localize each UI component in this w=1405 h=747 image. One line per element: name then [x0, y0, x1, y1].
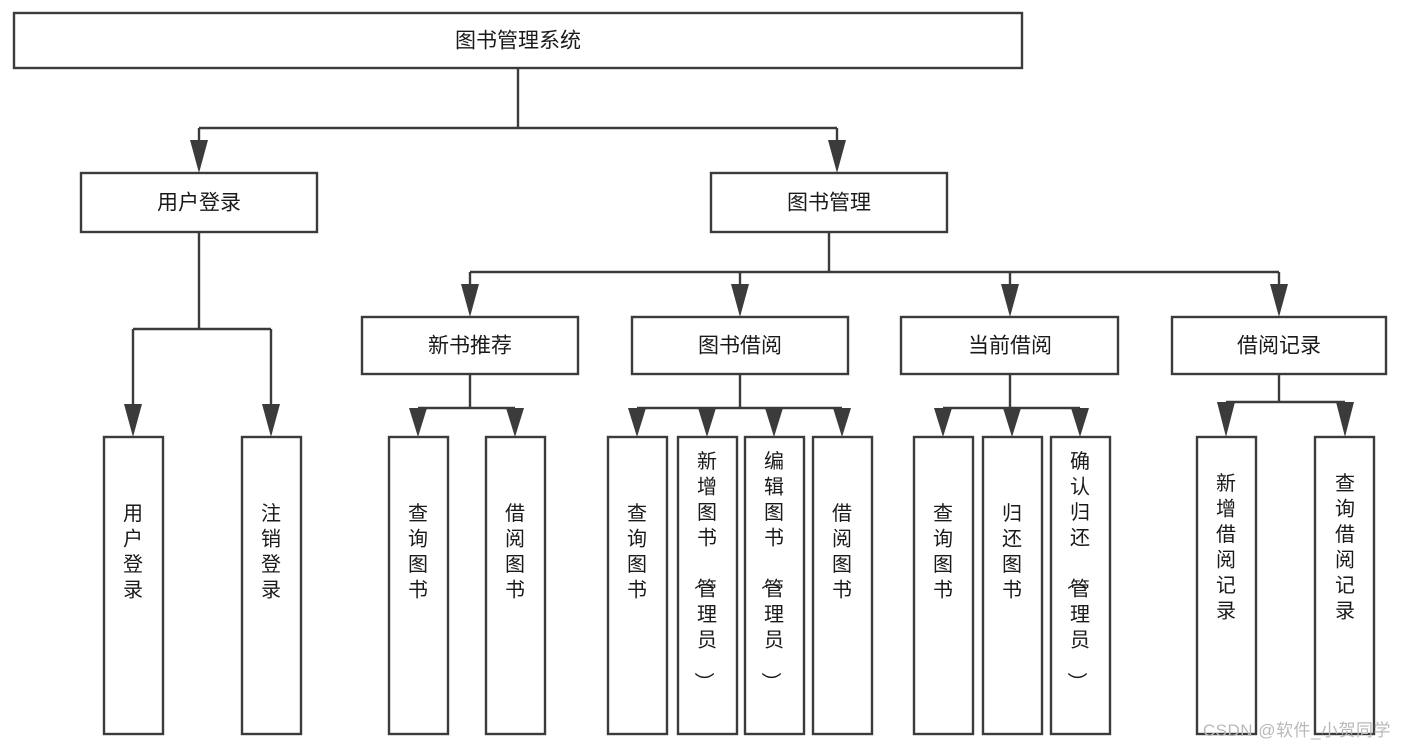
node-leaf-add-record-label: 新增借阅记录: [1216, 472, 1236, 623]
node-leaf-add-book-label: 新增图书（管理员）: [692, 450, 717, 692]
csdn-watermark: CSDN @软件_小贺同学: [1202, 721, 1391, 740]
arrow-borrow-leaf-2: [698, 408, 716, 437]
node-leaf-add-record[interactable]: 新增借阅记录: [1195, 435, 1258, 736]
node-leaf-add-book-box[interactable]: [676, 435, 739, 736]
node-leaf-borrow-book-1[interactable]: 借阅图书: [484, 435, 547, 736]
arrow-borrow-leaf-3: [765, 408, 783, 437]
node-leaf-edit-book-label: 编辑图书（管理员）: [759, 450, 784, 692]
arrow-bookmgmt-records: [1270, 284, 1288, 317]
arrow-borrow-leaf-1: [628, 408, 646, 437]
node-leaf-borrow-book-2-box[interactable]: [811, 435, 874, 736]
node-leaf-edit-book-box[interactable]: [743, 435, 806, 736]
node-leaf-add-record-box[interactable]: [1195, 435, 1258, 736]
arrow-newbook-leaf-1: [409, 408, 427, 437]
arrow-bookmgmt-newbook: [461, 284, 479, 317]
arrow-newbook-leaf-2: [506, 408, 524, 437]
node-leaf-query-record[interactable]: 查询借阅记录: [1313, 435, 1376, 736]
node-newbook-label: 新书推荐: [428, 335, 512, 358]
node-leaf-query-book-1-label: 查询图书: [408, 502, 428, 602]
node-records-box[interactable]: [1170, 315, 1388, 376]
node-newbook[interactable]: 新书推荐: [360, 315, 580, 376]
node-records-label: 借阅记录: [1237, 335, 1321, 358]
node-leaf-query-book-3[interactable]: 查询图书: [912, 435, 975, 736]
node-leaf-query-book-2[interactable]: 查询图书: [606, 435, 669, 736]
node-leaf-return-book-label: 归还图书: [1002, 502, 1022, 602]
node-leaf-user-login-box[interactable]: [102, 435, 165, 736]
node-borrow-box[interactable]: [630, 315, 850, 376]
node-bookmgmt-label: 图书管理: [787, 192, 871, 215]
node-leaf-user-logout-label: 注销登录: [261, 502, 281, 602]
node-newbook-box[interactable]: [360, 315, 580, 376]
arrow-bookmgmt-current: [1001, 284, 1019, 317]
node-leaf-query-record-label: 查询借阅记录: [1335, 472, 1355, 623]
arrow-login-leaf-2: [262, 404, 280, 437]
arrow-current-leaf-3: [1071, 408, 1089, 437]
node-login[interactable]: 用户登录: [79, 171, 319, 234]
node-current[interactable]: 当前借阅: [899, 315, 1120, 376]
node-leaf-query-book-3-label: 查询图书: [933, 502, 953, 602]
node-login-box[interactable]: [79, 171, 319, 234]
node-leaf-query-book-1-box[interactable]: [387, 435, 450, 736]
node-bookmgmt[interactable]: 图书管理: [709, 171, 949, 234]
node-leaf-user-logout-box[interactable]: [240, 435, 303, 736]
arrow-current-leaf-1: [934, 408, 952, 437]
node-leaf-confirm-return[interactable]: 确认归还（管理员）: [1049, 435, 1112, 736]
node-current-box[interactable]: [899, 315, 1120, 376]
node-leaf-user-login[interactable]: 用户登录: [102, 435, 165, 736]
node-leaf-return-book[interactable]: 归还图书: [981, 435, 1044, 736]
node-leaf-return-book-box[interactable]: [981, 435, 1044, 736]
node-borrow-label: 图书借阅: [698, 335, 782, 358]
node-borrow[interactable]: 图书借阅: [630, 315, 850, 376]
arrow-records-leaf-1: [1217, 402, 1235, 437]
node-leaf-confirm-return-label: 确认归还（管理员）: [1065, 450, 1090, 692]
arrow-current-leaf-2: [1003, 408, 1021, 437]
node-bookmgmt-box[interactable]: [709, 171, 949, 234]
node-current-label: 当前借阅: [968, 335, 1052, 358]
node-leaf-borrow-book-2[interactable]: 借阅图书: [811, 435, 874, 736]
arrow-root-to-login: [190, 140, 208, 173]
node-leaf-edit-book[interactable]: 编辑图书（管理员）: [743, 435, 806, 736]
node-leaf-add-book[interactable]: 新增图书（管理员）: [676, 435, 739, 736]
node-leaf-query-book-2-label: 查询图书: [627, 502, 647, 602]
node-leaf-query-book-2-box[interactable]: [606, 435, 669, 736]
arrow-login-leaf-1: [124, 404, 142, 437]
arrow-bookmgmt-borrow: [731, 284, 749, 317]
node-leaf-query-book-1[interactable]: 查询图书: [387, 435, 450, 736]
node-leaf-confirm-return-box[interactable]: [1049, 435, 1112, 736]
arrow-root-to-bookmgmt: [828, 140, 846, 173]
node-leaf-user-logout[interactable]: 注销登录: [240, 435, 303, 736]
node-leaf-query-record-box[interactable]: [1313, 435, 1376, 736]
node-root-box[interactable]: [12, 11, 1024, 70]
arrow-borrow-leaf-4: [833, 408, 851, 437]
connector-layer: [124, 68, 1354, 437]
node-root[interactable]: 图书管理系统: [12, 11, 1024, 70]
arrow-records-leaf-2: [1336, 402, 1354, 437]
node-leaf-user-login-label: 用户登录: [123, 503, 143, 602]
node-leaf-borrow-book-1-box[interactable]: [484, 435, 547, 736]
node-records[interactable]: 借阅记录: [1170, 315, 1388, 376]
node-leaf-query-book-3-box[interactable]: [912, 435, 975, 736]
node-leaf-borrow-book-1-label: 借阅图书: [505, 502, 525, 602]
node-root-label: 图书管理系统: [455, 30, 581, 53]
node-leaf-borrow-book-2-label: 借阅图书: [832, 502, 852, 602]
node-login-label: 用户登录: [157, 192, 241, 215]
